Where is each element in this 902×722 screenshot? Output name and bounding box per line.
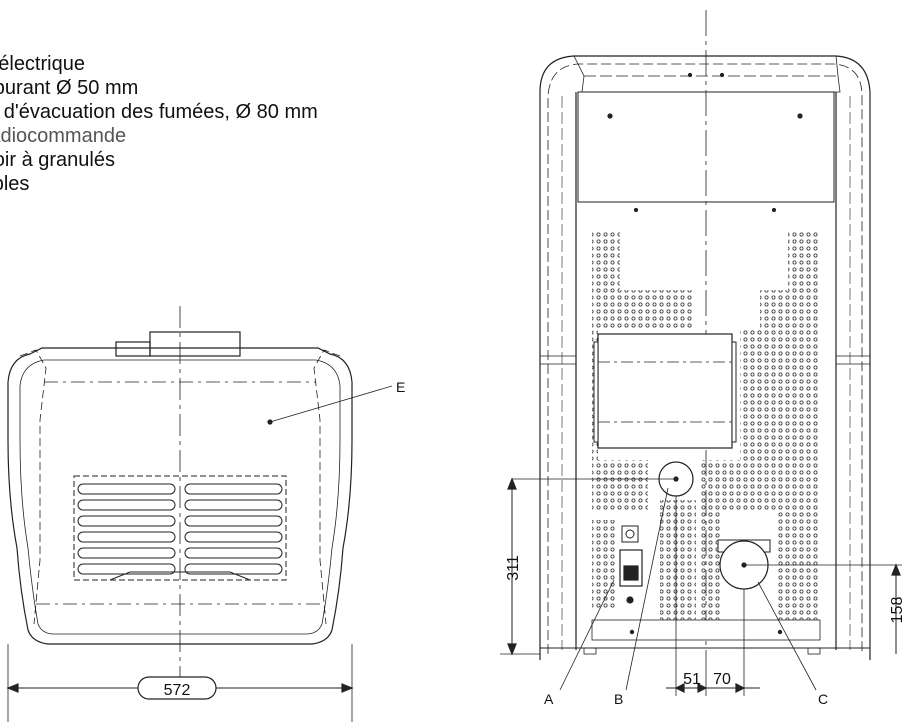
dimension-51-label: 51 — [683, 671, 701, 688]
top-view — [6, 306, 393, 722]
legend-item-combustion-air: omburant Ø 50 mm — [0, 77, 139, 99]
dimension-width-label: 572 — [164, 682, 191, 699]
rear-view-frame — [539, 55, 871, 660]
top-view-flue-box — [149, 331, 241, 357]
top-view-body — [7, 347, 353, 645]
legend-item-pellet-tank: ervoir à granulés — [0, 149, 115, 171]
top-view-inner — [19, 359, 341, 635]
dimension-70-label: 70 — [713, 671, 731, 688]
legend-item-flue-pipe: yau d'évacuation des fumées, Ø 80 mm — [0, 101, 318, 123]
legend-list: ble électrique omburant Ø 50 mm yau d'év… — [0, 52, 318, 196]
legend-item-remote: e radiocommande — [0, 125, 127, 147]
dimension-311-label: 311 — [505, 555, 522, 581]
callout-a-label: A — [544, 691, 554, 707]
rear-view-perforations — [592, 230, 818, 630]
rear-view-top-plate — [577, 91, 835, 203]
callout-b-label: B — [614, 691, 623, 707]
dimension-158-label: 158 — [889, 597, 902, 624]
rear-view — [500, 10, 902, 696]
callout-e-label: E — [396, 379, 405, 395]
top-view-small-box — [115, 341, 151, 357]
legend-item-electric: ble électrique — [0, 53, 85, 75]
rear-view-socket — [619, 525, 643, 604]
callout-c-label: C — [818, 691, 828, 707]
legend-item-adjustable: glables — [0, 173, 30, 195]
rear-view-panel — [597, 333, 733, 449]
